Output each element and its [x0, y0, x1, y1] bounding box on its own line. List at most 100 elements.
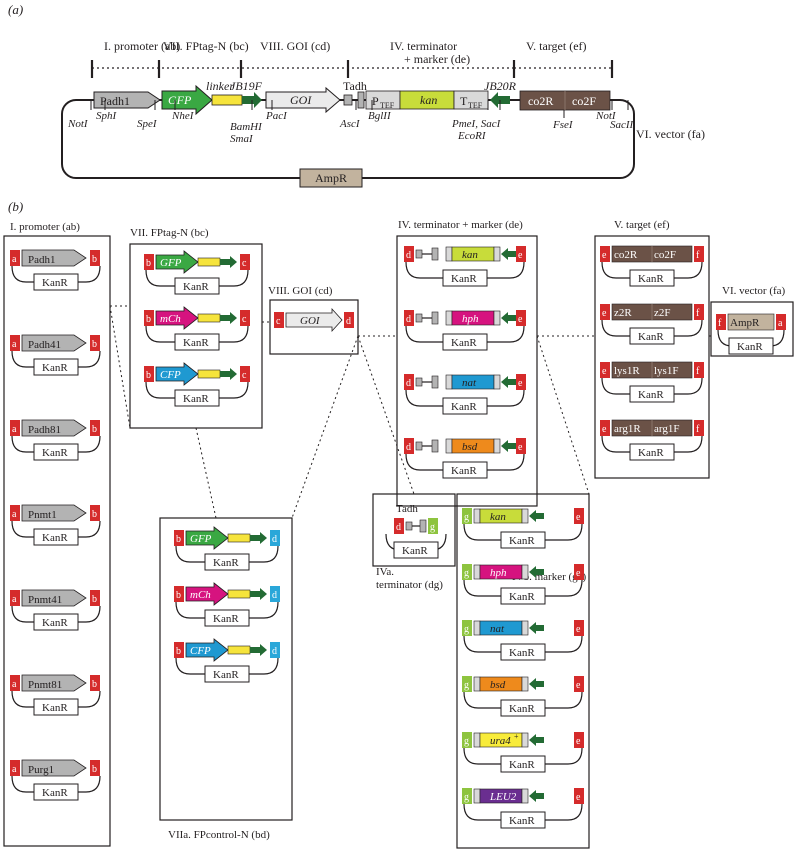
kanr-box	[629, 269, 675, 287]
kanr-box	[500, 755, 546, 773]
svg-text:JB20R: JB20R	[484, 79, 517, 93]
tag-e	[600, 420, 610, 436]
tag-g	[462, 788, 472, 804]
kanr-box	[442, 333, 488, 351]
tadh-cap	[431, 311, 439, 325]
tag-e-label: e	[518, 378, 523, 389]
goi-part: GOI	[265, 86, 341, 114]
tadh-label: Tadh	[396, 503, 418, 515]
tag-c-label: c	[242, 370, 247, 381]
tag-g	[462, 620, 472, 636]
tag-e	[574, 788, 584, 804]
promoter-label: Pnmt1	[28, 509, 57, 521]
site-noti-2: NotI	[595, 110, 617, 122]
tag-c	[240, 310, 250, 326]
kanr-box	[442, 397, 488, 415]
ptef-block	[473, 620, 481, 636]
tag-e	[574, 620, 584, 636]
fp-arrow	[155, 250, 199, 274]
section-label-goi: VIII. GOI (cd)	[260, 39, 330, 53]
tag-g-label: g	[430, 522, 435, 533]
svg-text:TEF: TEF	[380, 101, 395, 110]
kanr-box	[33, 443, 79, 461]
tag-d	[394, 518, 404, 534]
tag-f	[694, 304, 704, 320]
tag-g	[462, 676, 472, 692]
target-r-label: lys1R	[614, 365, 640, 377]
kanr-box	[174, 333, 220, 351]
target-r-label: z2R	[614, 307, 632, 319]
primer-arrow	[250, 588, 267, 600]
site-noti: NotI	[67, 118, 89, 130]
title-target: V. target (ef)	[614, 219, 670, 231]
tag-g-label: g	[464, 512, 469, 523]
tadh-small	[415, 441, 423, 451]
tag-g	[462, 508, 472, 524]
kanr-label: KanR	[402, 545, 428, 557]
linker-bar	[197, 257, 221, 267]
kanr-label: KanR	[451, 401, 477, 413]
tadh-small	[405, 521, 413, 531]
section-ruler	[90, 60, 614, 78]
tag-a	[10, 590, 20, 606]
module-connectors	[109, 305, 711, 519]
tag-e-label: e	[576, 568, 581, 579]
kanr-label: KanR	[638, 447, 664, 459]
kanr-box	[500, 643, 546, 661]
kanr-label: KanR	[451, 273, 477, 285]
panel-b-label: (b)	[8, 199, 23, 214]
tag-g	[428, 518, 438, 534]
svg-text:linker: linker	[206, 79, 234, 93]
tag-c-label: c	[242, 314, 247, 325]
ptef-block	[473, 676, 481, 692]
primer-arrow	[529, 566, 544, 578]
tag-b-label: b	[176, 590, 181, 601]
tag-a-label: a	[12, 594, 17, 605]
marker-label: hph	[462, 313, 479, 325]
tag-e-label: e	[518, 314, 523, 325]
tag-d-label: d	[406, 250, 411, 261]
tag-c-label: c	[242, 258, 247, 269]
linker-bar	[197, 369, 221, 379]
tag-d	[270, 530, 280, 546]
tadh-cap	[419, 519, 427, 533]
tag-g-label: g	[464, 792, 469, 803]
svg-text:JB19F: JB19F	[230, 79, 263, 93]
target-f-label: lys1F	[654, 365, 678, 377]
marker-label: bsd	[462, 441, 478, 453]
tag-b	[144, 254, 154, 270]
title-promoter: I. promoter (ab)	[10, 221, 80, 233]
ptef-block	[445, 246, 453, 262]
tag-b-label: b	[92, 424, 97, 435]
tag-d	[404, 310, 414, 326]
svg-text:TEF: TEF	[468, 101, 483, 110]
tag-d	[344, 312, 354, 328]
target-f-label: z2F	[654, 307, 671, 319]
tag-b	[90, 590, 100, 606]
tag-b	[144, 366, 154, 382]
kanr-label: KanR	[509, 591, 535, 603]
tag-e	[516, 246, 526, 262]
tag-e-label: e	[576, 624, 581, 635]
fp-arrow	[185, 526, 229, 550]
kanr-box	[33, 613, 79, 631]
fp-arrow	[185, 638, 229, 662]
kanr-label: KanR	[42, 277, 68, 289]
kanr-label: KanR	[42, 702, 68, 714]
kanr-box	[393, 541, 439, 559]
primer-arrow	[250, 532, 267, 544]
kanr-box	[629, 385, 675, 403]
ttef-block	[493, 310, 501, 326]
kan-cassette: P TEF kan T TEF	[365, 90, 489, 110]
marker-label: LEU2	[489, 791, 517, 803]
tag-a	[10, 505, 20, 521]
